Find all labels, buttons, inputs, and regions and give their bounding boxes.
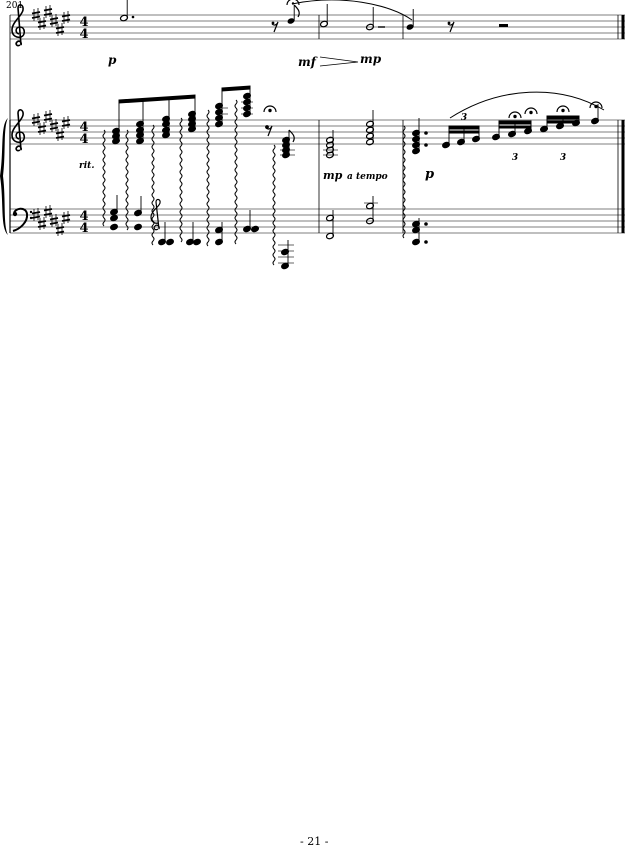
fermata-icon [589, 101, 603, 109]
triplet-number: 3 [461, 113, 467, 123]
sharp-icon [61, 10, 71, 25]
sharp-icon [61, 210, 71, 225]
page-number: - 21 - [300, 835, 329, 848]
fermata-icon [556, 105, 570, 113]
measure-number: 201 [6, 1, 24, 11]
key-signature-bass [31, 204, 71, 237]
key-signature-voice [31, 4, 71, 37]
sharp-icon [49, 13, 59, 28]
sharp-icon [49, 213, 59, 228]
sharp-icon [43, 4, 53, 19]
piano-treble-staff [10, 119, 625, 145]
sharp-icon [37, 216, 47, 231]
dynamic-mf-voice: mf [298, 55, 318, 69]
triplet-number: 3 [560, 153, 566, 163]
voice-staff [10, 14, 625, 40]
bass-clef-icon [12, 207, 33, 232]
sharp-icon [49, 118, 59, 133]
piano-bass-staff [10, 208, 625, 234]
fermata-icon [263, 105, 277, 113]
piano-treble-notes [102, 85, 605, 266]
time-signature-top: 4 [79, 15, 88, 30]
piano-bass-notes [109, 195, 428, 271]
fermata-icon [508, 111, 522, 119]
sharp-icon [31, 7, 41, 22]
triplet-number: 3 [512, 153, 518, 163]
sharp-icon [43, 204, 53, 219]
time-signature-bottom: 4 [79, 221, 88, 236]
treble-clef-icon [11, 109, 26, 152]
sharp-icon [43, 109, 53, 124]
fermata-icon [524, 107, 538, 115]
time-signature-bottom: 4 [79, 132, 88, 147]
key-signature-treble [31, 109, 71, 142]
dynamic-mp-voice: mp [360, 52, 382, 66]
time-signature-top: 4 [79, 209, 88, 224]
dynamic-p-voice: p [108, 53, 117, 67]
arpeggio-icon [102, 99, 406, 266]
sharp-icon [31, 207, 41, 222]
treble-clef-icon [11, 4, 26, 47]
sharp-icon [55, 22, 65, 37]
time-signature-top: 4 [79, 120, 88, 135]
time-signature-bottom: 4 [79, 27, 88, 42]
voice-notes [119, 0, 508, 67]
a-tempo-marking: a tempo [347, 172, 388, 182]
sharp-icon [55, 222, 65, 237]
sharp-icon [37, 16, 47, 31]
sharp-icon [61, 115, 71, 130]
dynamic-mp-piano: mp [323, 169, 343, 182]
sharp-icon [55, 127, 65, 142]
sharp-icon [37, 121, 47, 136]
sharp-icon [31, 112, 41, 127]
brace-icon [0, 118, 8, 235]
rit-marking: rit. [79, 161, 94, 171]
dynamic-p-piano: p [425, 167, 434, 182]
